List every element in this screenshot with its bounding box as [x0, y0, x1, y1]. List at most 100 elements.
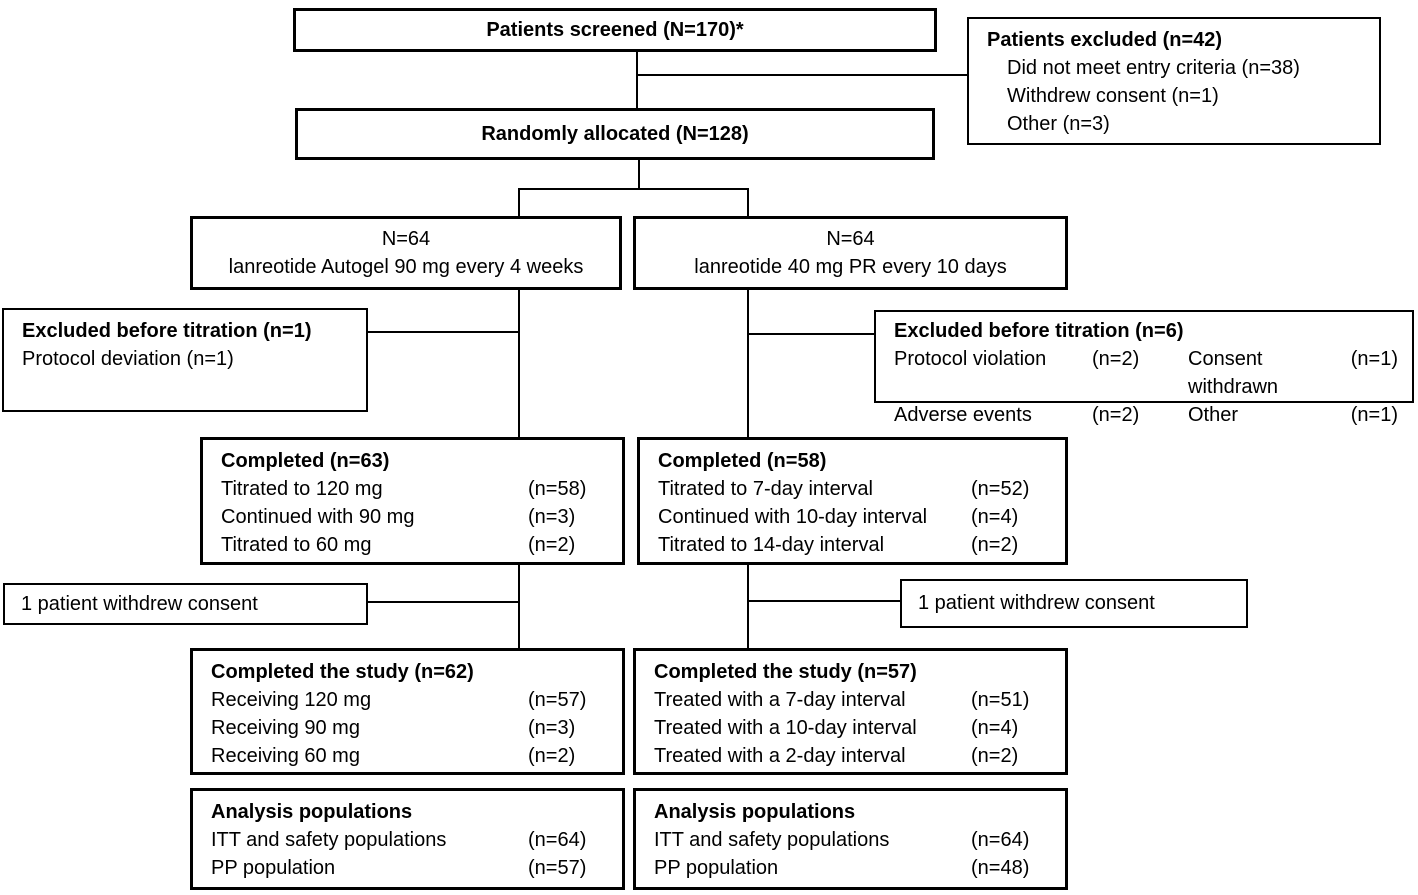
connector-withdrew-right [749, 600, 900, 602]
connector-bridge [518, 188, 749, 190]
completed-left-box: Completed (n=63) Titrated to 120 mg (n=5… [200, 437, 625, 565]
allocated-label: Randomly allocated (N=128) [481, 122, 749, 145]
connector-withdrew-left [368, 601, 518, 603]
connector-completedleft-study [518, 565, 520, 648]
excluded-titration-left-item: Protocol deviation (n=1) [22, 348, 234, 370]
analysis-right-title: Analysis populations [654, 801, 856, 823]
analysis-right-row: ITT and safety populations (n=64) [654, 826, 1051, 854]
row-count: (n=64) [528, 829, 587, 851]
reason-label: Consent withdrawn [1188, 348, 1279, 398]
reason-count: (n=1) [1350, 348, 1398, 370]
row-count: (n=51) [971, 689, 1030, 711]
arm-right-n: N=64 [826, 228, 875, 250]
connector-excluded-titration-left [368, 331, 518, 333]
study-left-row: Receiving 60 mg (n=2) [211, 742, 608, 770]
row-label: Continued with 90 mg [221, 506, 415, 528]
withdrew-right-label: 1 patient withdrew consent [918, 592, 1155, 614]
connector-completedright-study [747, 563, 749, 648]
study-right-box: Completed the study (n=57) Treated with … [633, 648, 1068, 775]
row-count: (n=64) [971, 829, 1030, 851]
excluded-item: Did not meet entry criteria (n=38) [1007, 57, 1300, 79]
completed-left-row: Continued with 90 mg (n=3) [221, 503, 608, 531]
row-label: Continued with 10-day interval [658, 506, 928, 528]
excluded-titration-left-box: Excluded before titration (n=1) Protocol… [2, 308, 368, 412]
arm-left-label: lanreotide Autogel 90 mg every 4 weeks [228, 256, 584, 278]
row-label: Receiving 90 mg [211, 717, 360, 739]
excluded-item: Withdrew consent (n=1) [1007, 85, 1219, 107]
row-count: (n=2) [971, 745, 1019, 767]
study-right-row: Treated with a 10-day interval (n=4) [654, 714, 1051, 742]
completed-right-row: Continued with 10-day interval (n=4) [658, 503, 1051, 531]
connector-excluded-titration-right [749, 333, 874, 335]
row-label: Titrated to 60 mg [221, 534, 372, 556]
excluded-titration-right-row: Adverse events (n=2) Other (n=1) [894, 401, 1398, 429]
row-count: (n=2) [971, 534, 1019, 556]
reason-label: Adverse events [894, 404, 1032, 426]
connector-armright-completed [747, 290, 749, 437]
reason-label: Other [1188, 404, 1239, 426]
row-count: (n=2) [528, 745, 576, 767]
row-label: ITT and safety populations [654, 829, 890, 851]
study-right-row: Treated with a 7-day interval (n=51) [654, 686, 1051, 714]
study-right-title: Completed the study (n=57) [654, 661, 917, 683]
completed-right-title: Completed (n=58) [658, 450, 827, 472]
connector-screened-allocated [636, 52, 638, 110]
row-label: Receiving 60 mg [211, 745, 360, 767]
screened-box: Patients screened (N=170)* [293, 8, 937, 52]
study-left-title: Completed the study (n=62) [211, 661, 474, 683]
row-label: Titrated to 7-day interval [658, 478, 873, 500]
analysis-left-row: PP population (n=57) [211, 854, 608, 882]
withdrew-left-label: 1 patient withdrew consent [21, 592, 258, 615]
row-label: Receiving 120 mg [211, 689, 372, 711]
reason-count: (n=2) [1092, 348, 1140, 370]
completed-left-row: Titrated to 120 mg (n=58) [221, 475, 608, 503]
row-count: (n=58) [528, 478, 587, 500]
excluded-title: Patients excluded (n=42) [987, 29, 1223, 51]
excluded-box: Patients excluded (n=42) Did not meet en… [967, 17, 1381, 145]
reason-count: (n=1) [1350, 404, 1398, 426]
analysis-right-box: Analysis populations ITT and safety popu… [633, 788, 1068, 890]
connector-screened-excluded [636, 74, 967, 76]
reason-label: Protocol violation [894, 348, 1047, 370]
allocated-box: Randomly allocated (N=128) [295, 108, 935, 160]
screened-label: Patients screened (N=170)* [486, 18, 744, 41]
excluded-titration-right-box: Excluded before titration (n=6) Protocol… [874, 310, 1414, 426]
excluded-titration-right-row: Protocol violation (n=2) Consent withdra… [894, 345, 1398, 401]
row-count: (n=57) [528, 689, 587, 711]
withdrew-left-box: 1 patient withdrew consent [3, 583, 368, 625]
completed-left-row: Titrated to 60 mg (n=2) [221, 531, 608, 559]
analysis-right-row: PP population (n=48) [654, 854, 1051, 882]
row-label: PP population [211, 857, 336, 879]
row-count: (n=57) [528, 857, 587, 879]
row-count: (n=4) [971, 717, 1019, 739]
row-label: Treated with a 2-day interval [654, 745, 906, 767]
completed-left-title: Completed (n=63) [221, 450, 390, 472]
study-left-row: Receiving 90 mg (n=3) [211, 714, 608, 742]
excluded-item: Other (n=3) [1007, 113, 1110, 135]
study-left-row: Receiving 120 mg (n=57) [211, 686, 608, 714]
row-count: (n=4) [971, 506, 1019, 528]
connector-bridge-right-arm [747, 188, 749, 216]
row-count: (n=52) [971, 478, 1030, 500]
analysis-left-row: ITT and safety populations (n=64) [211, 826, 608, 854]
analysis-left-box: Analysis populations ITT and safety popu… [190, 788, 625, 890]
arm-right-label: lanreotide 40 mg PR every 10 days [694, 256, 1007, 278]
row-label: Treated with a 7-day interval [654, 689, 906, 711]
completed-right-row: Titrated to 7-day interval (n=52) [658, 475, 1051, 503]
reason-count: (n=2) [1092, 404, 1140, 426]
excluded-titration-right-title: Excluded before titration (n=6) [894, 320, 1184, 342]
row-label: Titrated to 14-day interval [658, 534, 885, 556]
study-left-box: Completed the study (n=62) Receiving 120… [190, 648, 625, 775]
analysis-left-title: Analysis populations [211, 801, 413, 823]
study-right-row: Treated with a 2-day interval (n=2) [654, 742, 1051, 770]
arm-right-box: N=64 lanreotide 40 mg PR every 10 days [633, 216, 1068, 290]
row-label: ITT and safety populations [211, 829, 447, 851]
row-count: (n=48) [971, 857, 1030, 879]
row-count: (n=3) [528, 506, 576, 528]
connector-allocated-bridge [638, 160, 640, 190]
connector-bridge-left-arm [518, 188, 520, 216]
row-label: Titrated to 120 mg [221, 478, 383, 500]
row-count: (n=2) [528, 534, 576, 556]
arm-left-box: N=64 lanreotide Autogel 90 mg every 4 we… [190, 216, 622, 290]
